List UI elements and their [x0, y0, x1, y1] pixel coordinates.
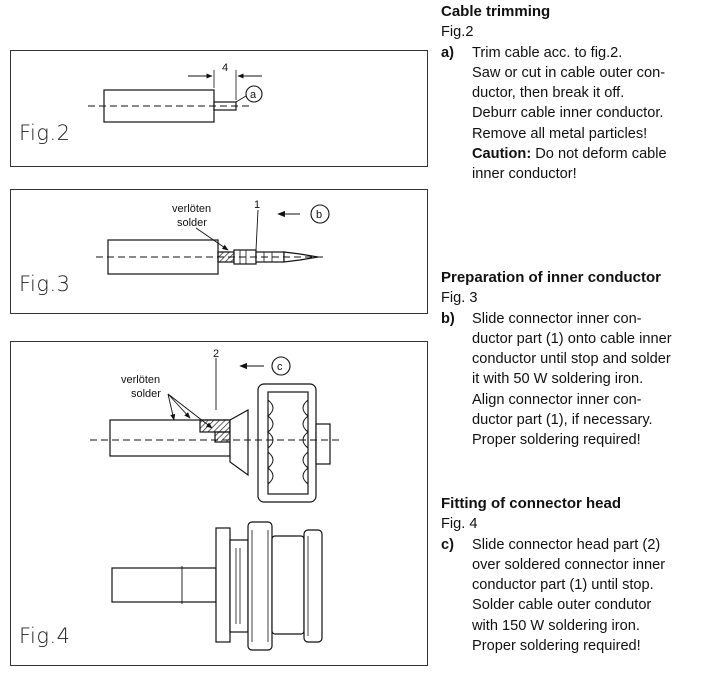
instruction-line: Slide connector head part (2) — [472, 536, 661, 553]
instruction-line: it with 50 W soldering iron. — [472, 371, 644, 388]
fig4-verloeten-label: verlöten — [121, 374, 160, 386]
figure-2-label: Fig.2 — [19, 121, 71, 145]
step-letter: c) — [441, 536, 454, 553]
fig4-solder-label: solder — [131, 388, 161, 400]
step-a: a) Trim cable acc. to fig.2. Saw or cut … — [441, 43, 703, 185]
instruction-line: ductor part (1) onto cable inner — [472, 330, 672, 347]
fig2-dimension-label: 4 — [222, 62, 228, 74]
step-c: c) Slide connector head part (2) over so… — [441, 535, 703, 657]
step-letter: a) — [441, 44, 454, 61]
instruction-line: conductor part (1) until stop. — [472, 577, 654, 594]
instruction-line: Solder cable outer condutor — [472, 597, 652, 614]
instruction-line: ductor, then break it off. — [472, 85, 625, 102]
instruction-line: Saw or cut in cable outer con- — [472, 64, 666, 81]
instruction-line: Proper soldering required! — [472, 432, 641, 449]
instruction-line: ductor part (1), if necessary. — [472, 412, 653, 429]
technical-drawings: 4 a verlöten solder 1 b — [88, 62, 342, 651]
section-preparation-inner-conductor: Preparation of inner conductor Fig. 3 b)… — [441, 268, 703, 451]
fig3-callout-letter: b — [316, 209, 322, 221]
caution-label: Caution: — [472, 146, 532, 163]
instruction-line: conductor until stop and solder — [472, 351, 671, 368]
section-heading: Fitting of connector head — [441, 495, 621, 512]
fig4-assembled-connector-drawing — [111, 521, 323, 651]
section-heading: Preparation of inner conductor — [441, 269, 662, 286]
figure-reference: Fig. 4 — [441, 516, 478, 533]
figure-4-panel — [10, 341, 428, 666]
instruction-line: over soldered connector inner — [472, 556, 666, 573]
figure-4-label: Fig.4 — [19, 624, 71, 648]
fig3-part-number: 1 — [254, 199, 260, 211]
instruction-line: Trim cable acc. to fig.2. — [472, 44, 623, 61]
figure-reference: Fig.2 — [441, 24, 474, 41]
fig3-verloeten-label: verlöten — [172, 203, 211, 215]
fig2-callout-letter: a — [250, 89, 257, 101]
instruction-line: Slide connector inner con- — [472, 310, 642, 327]
fig3-inner-conductor-drawing — [96, 204, 330, 275]
section-heading: Cable trimming — [441, 3, 551, 20]
fig3-solder-label: solder — [177, 217, 207, 229]
figure-reference: Fig. 3 — [441, 290, 478, 307]
instruction-line: Proper soldering required! — [472, 638, 641, 655]
instruction-line: with 150 W soldering iron. — [472, 617, 640, 634]
step-letter: b) — [441, 310, 455, 327]
section-cable-trimming: Cable trimming Fig.2 a) Trim cable acc. … — [441, 2, 703, 185]
fig4-part-number: 2 — [213, 348, 219, 360]
instruction-line: Align connector inner con- — [472, 391, 642, 408]
instruction-line: Remove all metal particles! — [472, 125, 648, 142]
caution-line: Caution: Do not deform cable — [472, 144, 703, 164]
caution-text: Do not deform cable — [531, 146, 667, 163]
section-fitting-connector-head: Fitting of connector head Fig. 4 c) Slid… — [441, 494, 703, 656]
caution-line-2: inner conductor! — [472, 166, 577, 183]
fig2-cable-drawing — [88, 70, 263, 123]
figure-3-label: Fig.3 — [19, 272, 71, 296]
instruction-line: Deburr cable inner conductor. — [472, 105, 664, 122]
fig4-connector-head-drawing — [90, 356, 342, 503]
step-b: b) Slide connector inner con- ductor par… — [441, 309, 703, 451]
fig4-callout-letter: c — [277, 361, 283, 373]
